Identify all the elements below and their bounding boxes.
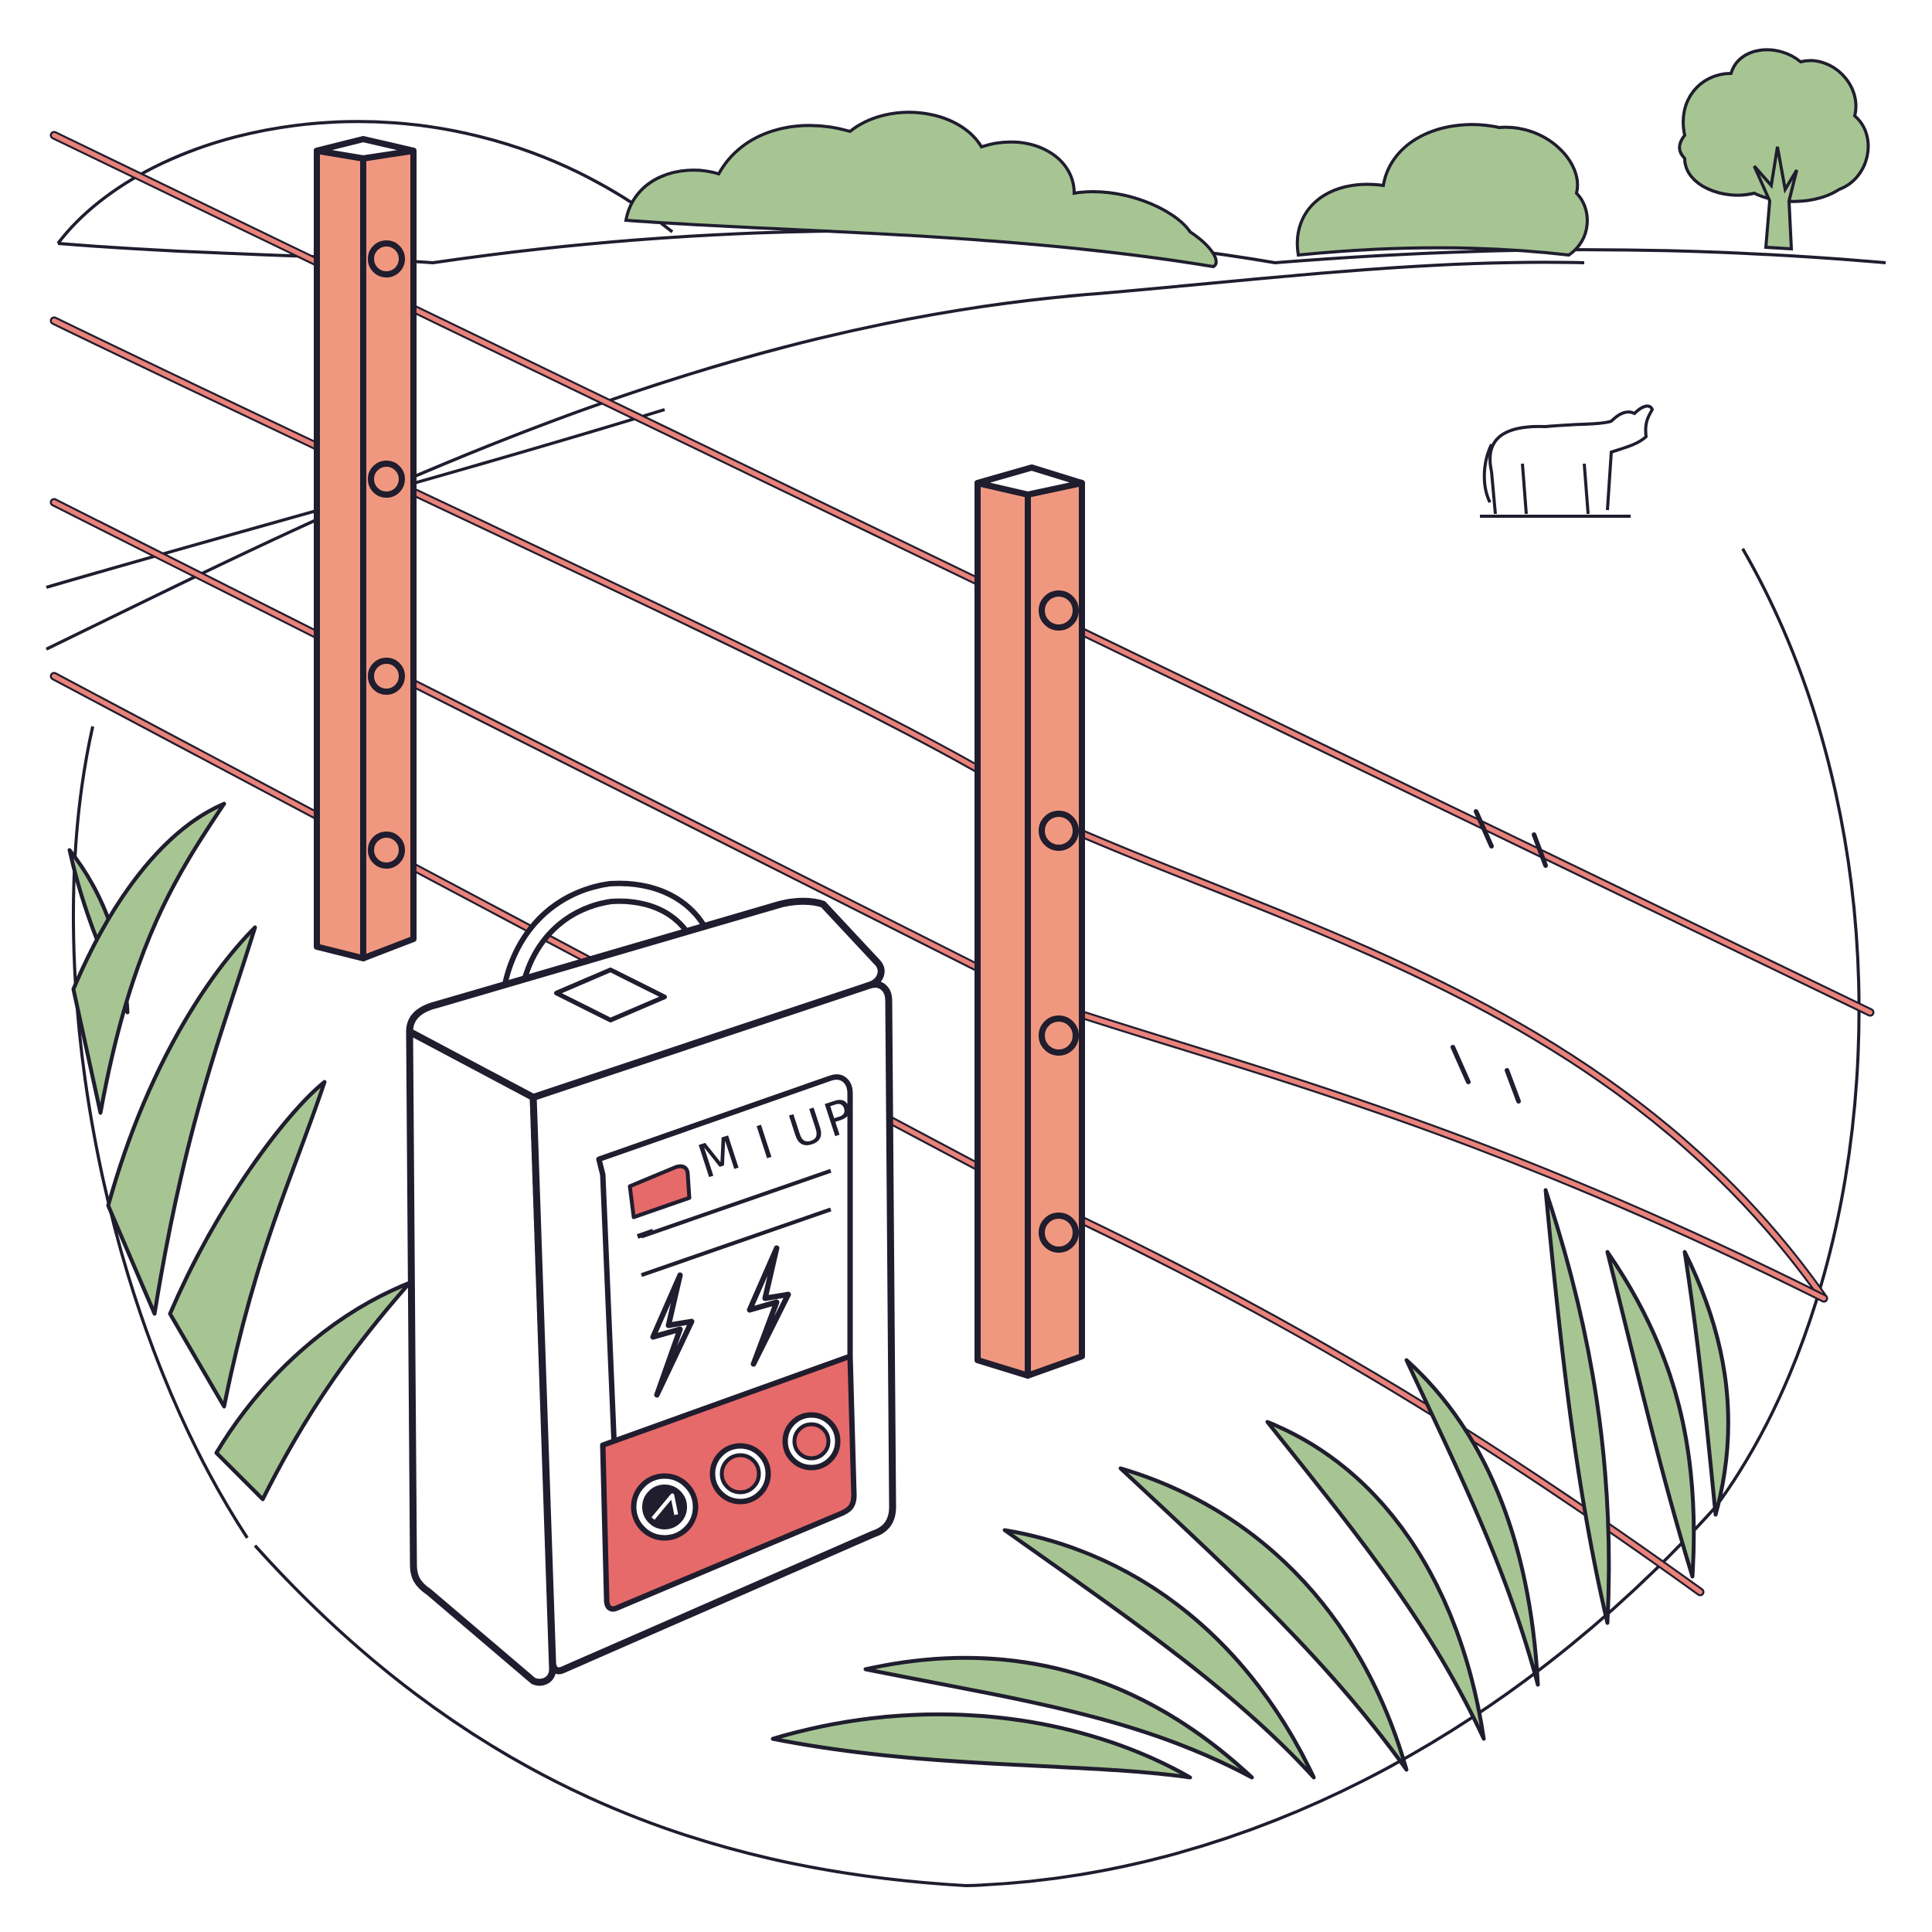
grass-blade (168, 1080, 327, 1409)
grass-blade (1404, 1358, 1540, 1687)
foreground-grass (67, 801, 1730, 1780)
bush-middle (1295, 123, 1589, 257)
grass-blade (106, 925, 257, 1316)
circle-left-edge (71, 726, 249, 1539)
tree-trunk (1753, 146, 1798, 251)
wire-barbs (1451, 809, 1548, 1104)
cow-icon (1480, 404, 1655, 518)
grass-blade (71, 801, 226, 1115)
fence-post-left (314, 136, 417, 961)
wire-3 (49, 498, 1828, 1303)
display-line-mid (641, 1207, 832, 1277)
grass-blade (1543, 1188, 1611, 1625)
grass-blade (214, 1281, 412, 1502)
tree-canopy (1678, 48, 1870, 203)
grass-blade (1265, 1420, 1486, 1741)
control-knobs (631, 1412, 841, 1541)
bush-left (624, 111, 1218, 269)
grass-blade (1002, 1528, 1316, 1780)
device-indicator-light (628, 1164, 692, 1219)
circle-bottom-edge (253, 1505, 1717, 1888)
grass-blade (1605, 1250, 1696, 1579)
circle-right-edge (1714, 548, 1861, 1509)
display-dash (637, 1229, 654, 1239)
display-line-top (641, 1168, 832, 1239)
field-curve (46, 260, 1585, 651)
grass-blade (1118, 1466, 1409, 1772)
grass-blade (863, 1655, 1254, 1780)
fence-post-right (975, 464, 1085, 1379)
bushes (624, 48, 1870, 269)
wire-4 (49, 672, 1705, 1597)
device-left-side (406, 1028, 556, 1686)
fence-energizer-device (406, 880, 896, 1686)
grass-blade (770, 1712, 1192, 1780)
left-hill (56, 120, 674, 245)
lightning-bolt-icon (650, 1272, 695, 1398)
grass-blade (1682, 1250, 1730, 1517)
lightning-bolt-icon (747, 1245, 791, 1367)
